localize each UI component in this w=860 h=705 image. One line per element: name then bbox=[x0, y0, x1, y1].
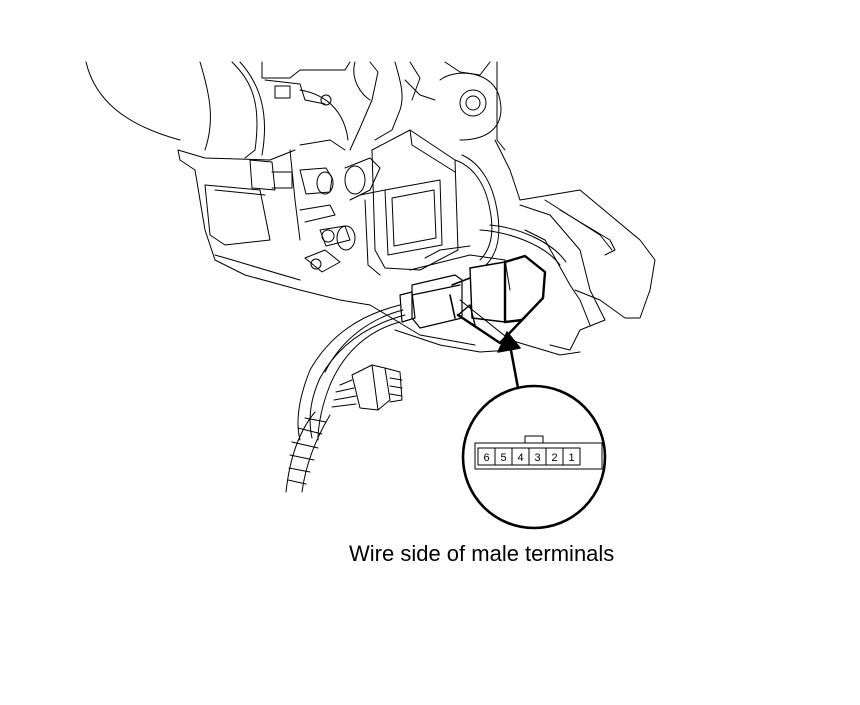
terminal-label: 1 bbox=[568, 452, 574, 464]
vehicle-connector bbox=[399, 254, 547, 345]
terminal-label: 6 bbox=[483, 452, 489, 464]
terminal-cell bbox=[562, 447, 581, 466]
terminal-label: 3 bbox=[534, 452, 540, 464]
magnified-view-circle bbox=[461, 384, 607, 530]
mechanism-housing bbox=[85, 61, 656, 356]
terminal-label: 5 bbox=[500, 452, 506, 464]
terminal-label: 2 bbox=[551, 452, 557, 464]
wire-harness bbox=[285, 304, 406, 493]
pointer-arrow bbox=[497, 331, 521, 390]
connector-caption: Wire side of male terminals bbox=[349, 541, 615, 566]
terminal-label: 4 bbox=[517, 452, 523, 464]
